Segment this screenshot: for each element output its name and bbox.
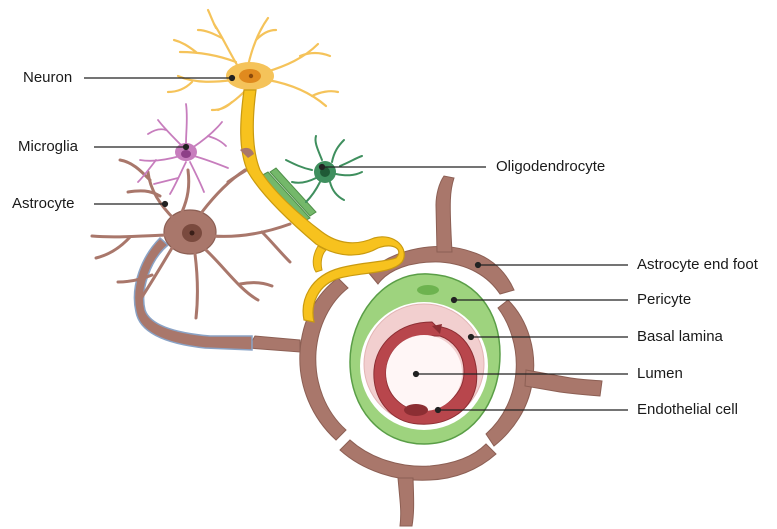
label-basal-lamina: Basal lamina bbox=[637, 328, 723, 346]
endothelial-nucleus bbox=[404, 404, 428, 416]
axon-terminal bbox=[313, 246, 326, 272]
label-astrocyte: Astrocyte bbox=[12, 195, 75, 213]
leader-dot-microglia bbox=[184, 145, 189, 150]
leader-dot-endothelial bbox=[436, 408, 441, 413]
leader-dot-pericyte bbox=[452, 298, 457, 303]
pericyte-nucleus bbox=[417, 285, 439, 295]
label-pericyte: Pericyte bbox=[637, 291, 691, 309]
leader-dot-astrocyte bbox=[163, 202, 168, 207]
axon bbox=[241, 90, 405, 322]
label-oligodendrocyte: Oligodendrocyte bbox=[496, 158, 605, 176]
astrocyte-nucleolus bbox=[190, 231, 195, 236]
leader-dot-basal-lamina bbox=[469, 335, 474, 340]
leader-dot-oligodendrocyte bbox=[320, 165, 325, 170]
label-neuron: Neuron bbox=[23, 69, 72, 87]
label-microglia: Microglia bbox=[18, 138, 78, 156]
label-endothelial-cell: Endothelial cell bbox=[637, 401, 738, 419]
label-lumen: Lumen bbox=[637, 365, 683, 383]
lumen-area bbox=[386, 335, 462, 411]
label-astrocyte-end-foot: Astrocyte end foot bbox=[637, 256, 758, 274]
microglia-nucleus bbox=[181, 150, 191, 158]
leader-dot-lumen bbox=[414, 372, 419, 377]
leader-dot-neuron bbox=[230, 76, 235, 81]
leader-dot-end-foot bbox=[476, 263, 481, 268]
neuron-nucleolus bbox=[249, 74, 253, 78]
